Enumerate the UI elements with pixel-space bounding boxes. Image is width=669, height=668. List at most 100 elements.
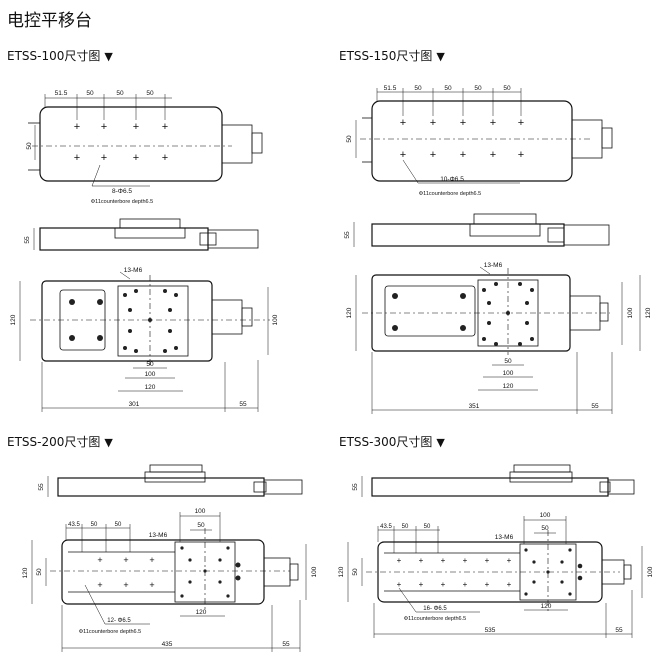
svg-text:+: + bbox=[430, 149, 436, 161]
svg-text:+: + bbox=[460, 149, 466, 161]
motor-length: 55 bbox=[615, 627, 623, 634]
svg-text:+: + bbox=[101, 152, 107, 164]
holes-label: 16- Φ6.5 bbox=[423, 606, 447, 612]
dim-label: 120 bbox=[22, 567, 29, 578]
svg-text:+: + bbox=[101, 121, 107, 133]
dim-label: 50 bbox=[26, 142, 33, 150]
dim-label: 55 bbox=[24, 236, 31, 244]
svg-text:+: + bbox=[162, 121, 168, 133]
etss200-bottom-view: + + + + + + 43.5 50 50 100 50 13-M6 120 … bbox=[22, 508, 318, 652]
svg-text:+: + bbox=[441, 580, 446, 589]
section-title-etss100: ETSS-100尺寸图▼ bbox=[7, 49, 113, 63]
dim-label: 100 bbox=[540, 512, 551, 519]
holes-label: 10-Φ6.5 bbox=[440, 176, 464, 183]
mount-label: 13-M6 bbox=[484, 262, 503, 269]
dim-label: 50 bbox=[504, 358, 512, 365]
svg-text:+: + bbox=[74, 152, 80, 164]
dim-label: 120 bbox=[503, 383, 514, 390]
dim-label: 43.5 bbox=[68, 522, 80, 528]
svg-text:+: + bbox=[419, 556, 424, 565]
overall-length: 301 bbox=[129, 401, 140, 408]
dim-label: 120 bbox=[645, 307, 652, 318]
dim-label: 50 bbox=[146, 90, 154, 97]
dim-label: 50 bbox=[91, 522, 98, 528]
page-title: 电控平移台 bbox=[7, 11, 92, 31]
dim-label: 120 bbox=[10, 314, 17, 325]
dim-label: 50 bbox=[414, 85, 422, 92]
dim-label: 100 bbox=[145, 371, 156, 378]
svg-text:+: + bbox=[463, 580, 468, 589]
dim-label: 120 bbox=[338, 566, 345, 577]
dim-label: 50 bbox=[346, 135, 353, 143]
svg-text:+: + bbox=[123, 580, 128, 590]
mount-label: 13-M6 bbox=[495, 534, 514, 541]
dim-label: 50 bbox=[116, 90, 124, 97]
triangle-down-icon: ▼ bbox=[436, 50, 445, 63]
etss100-top-view: + + + + + + + + 51.5 50 50 50 50 8-Φ6.5 … bbox=[26, 90, 263, 205]
dim-label: 55 bbox=[352, 483, 359, 491]
counterbore-label: Φ11counterbore depth6.5 bbox=[79, 629, 141, 635]
dim-label: 51.5 bbox=[55, 90, 68, 97]
dim-label: 50 bbox=[444, 85, 452, 92]
etss200-side-view: 55 bbox=[38, 464, 303, 497]
svg-text:+: + bbox=[507, 556, 512, 565]
svg-text:+: + bbox=[419, 580, 424, 589]
svg-text:+: + bbox=[97, 555, 102, 565]
holes-label: 12- Φ6.5 bbox=[107, 618, 131, 624]
etss100-side-view: 55 bbox=[24, 218, 259, 251]
dim-label: 50 bbox=[36, 568, 43, 576]
dim-label: 43.5 bbox=[380, 524, 392, 530]
dim-label: 55 bbox=[344, 231, 351, 239]
dim-label: 100 bbox=[311, 566, 318, 577]
svg-text:+: + bbox=[149, 580, 154, 590]
overall-length: 535 bbox=[485, 627, 496, 634]
section-title-etss200: ETSS-200尺寸图▼ bbox=[7, 435, 113, 449]
svg-text:+: + bbox=[123, 555, 128, 565]
dim-label: 50 bbox=[86, 90, 94, 97]
svg-text:+: + bbox=[162, 152, 168, 164]
dim-label: 120 bbox=[346, 307, 353, 318]
etss100-bottom-view: 120 100 13-M6 50 100 120 301 55 bbox=[10, 267, 279, 412]
etss150-bottom-view: 120 100 120 13-M6 50 100 120 351 55 bbox=[346, 262, 652, 414]
svg-text:+: + bbox=[400, 149, 406, 161]
dim-label: 50 bbox=[146, 361, 154, 368]
mount-label: 13-M6 bbox=[124, 267, 143, 274]
dim-label: 100 bbox=[627, 307, 634, 318]
svg-text:+: + bbox=[460, 117, 466, 129]
svg-text:+: + bbox=[441, 556, 446, 565]
counterbore-label: Φ11counterbore depth6.5 bbox=[404, 616, 466, 622]
dim-label: 50 bbox=[541, 525, 549, 532]
counterbore-label: Φ11counterbore depth6.5 bbox=[419, 191, 481, 197]
counterbore-label: Φ11counterbore depth6.5 bbox=[91, 199, 153, 205]
dim-label: 50 bbox=[115, 522, 122, 528]
triangle-down-icon: ▼ bbox=[436, 436, 445, 449]
overall-length: 435 bbox=[162, 641, 173, 648]
svg-text:+: + bbox=[74, 121, 80, 133]
motor-length: 55 bbox=[282, 641, 290, 648]
dim-label: 120 bbox=[196, 609, 207, 616]
motor-length: 55 bbox=[591, 403, 599, 410]
section-title-etss150: ETSS-150尺寸图▼ bbox=[339, 49, 445, 63]
svg-text:+: + bbox=[518, 149, 524, 161]
svg-text:+: + bbox=[133, 152, 139, 164]
dim-label: 120 bbox=[145, 384, 156, 391]
etss150-side-view: 55 bbox=[344, 213, 610, 247]
overall-length: 351 bbox=[469, 403, 480, 410]
section-title-etss300: ETSS-300尺寸图▼ bbox=[339, 435, 445, 449]
dim-label: 120 bbox=[541, 603, 552, 610]
triangle-down-icon: ▼ bbox=[104, 50, 113, 63]
svg-text:+: + bbox=[133, 121, 139, 133]
etss150-top-view: + + + + + + + + + + 51.5 50 50 50 50 50 … bbox=[346, 85, 613, 197]
svg-text:+: + bbox=[397, 556, 402, 565]
svg-text:+: + bbox=[430, 117, 436, 129]
svg-text:+: + bbox=[485, 556, 490, 565]
dim-label: 55 bbox=[38, 483, 45, 491]
holes-label: 8-Φ6.5 bbox=[112, 188, 132, 195]
dim-label: 100 bbox=[195, 508, 206, 515]
svg-text:+: + bbox=[149, 555, 154, 565]
motor-length: 55 bbox=[239, 401, 247, 408]
svg-text:+: + bbox=[463, 556, 468, 565]
dim-label: 50 bbox=[424, 524, 431, 530]
dim-label: 50 bbox=[352, 568, 359, 576]
